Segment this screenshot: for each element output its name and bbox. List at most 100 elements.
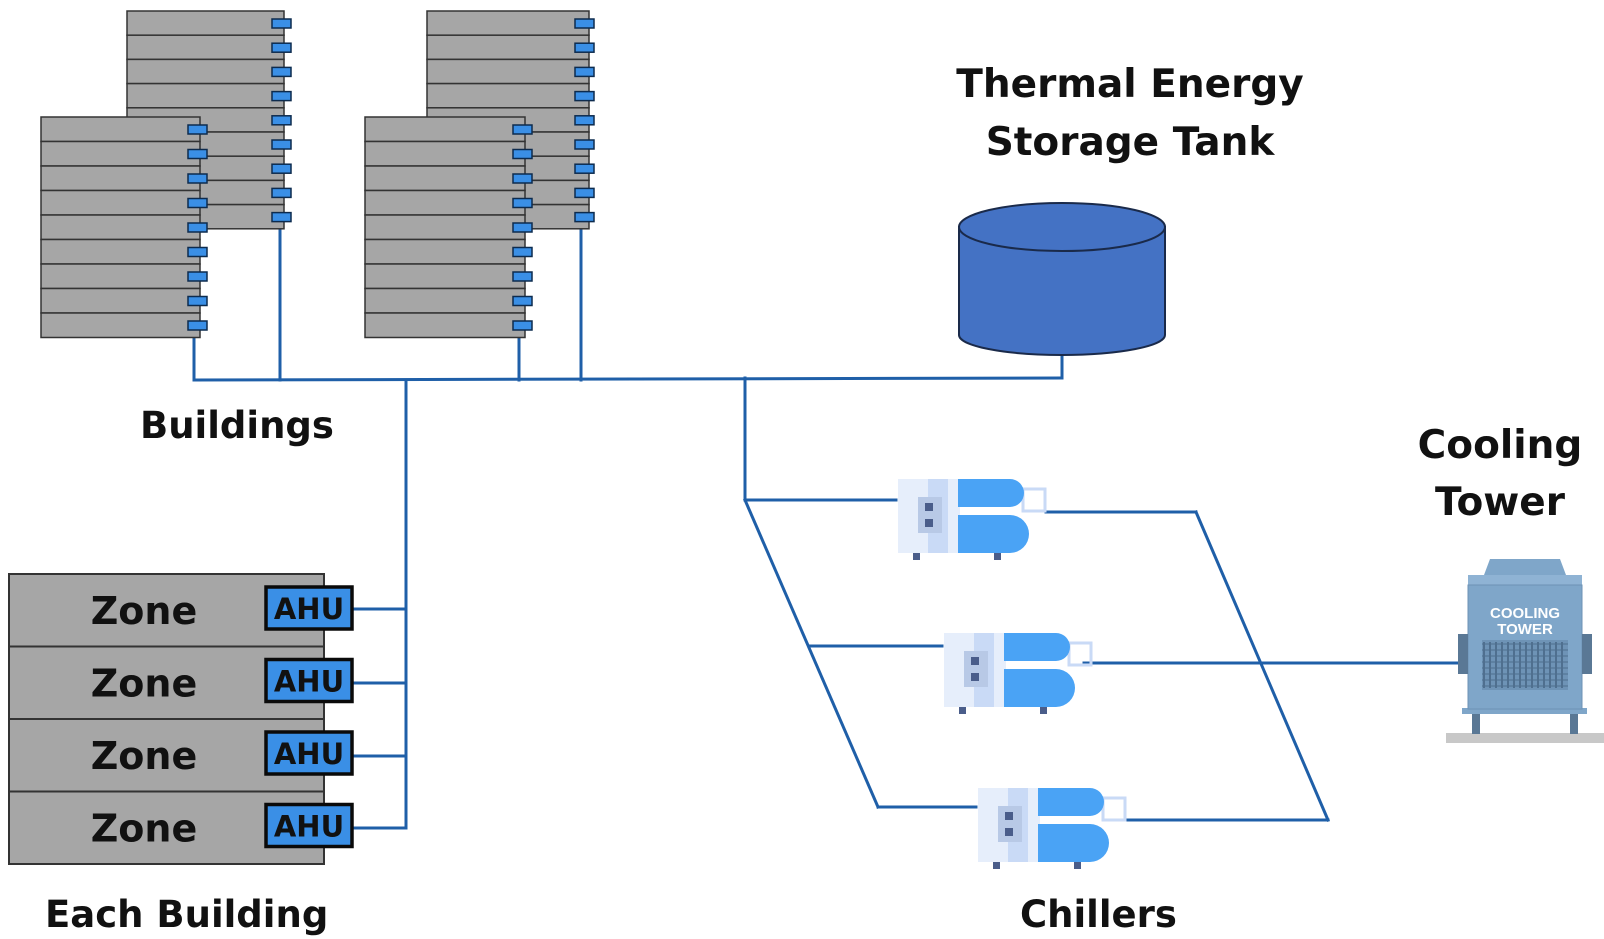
valve-icon <box>574 187 595 199</box>
tower-sign-line2: TOWER <box>1497 621 1553 638</box>
valve-icon <box>512 246 533 258</box>
valve-icon <box>512 320 533 331</box>
zone-row: Zone AHU <box>8 573 354 648</box>
tower-grille <box>1482 640 1568 690</box>
building-floor <box>40 116 201 143</box>
chiller-icon <box>978 788 1127 869</box>
valve-icon <box>512 197 533 209</box>
valve-icon <box>187 197 208 209</box>
building-stack-icon <box>364 116 533 339</box>
cooling-tower-icon: COOLING TOWER <box>1446 559 1604 743</box>
chiller-drum <box>1004 669 1075 707</box>
building-floor <box>40 165 201 192</box>
valve-icon <box>187 320 208 331</box>
chillers-group <box>898 479 1127 869</box>
ahu-label: AHU <box>274 665 344 699</box>
chiller-button <box>925 503 933 511</box>
valve-icon <box>574 42 595 53</box>
building-floor <box>126 34 285 61</box>
chiller-controls <box>998 806 1022 842</box>
zone-label: Zone <box>91 807 198 851</box>
building-floor <box>426 82 590 109</box>
building-floor <box>364 312 526 339</box>
building-stack-icon <box>40 116 208 339</box>
zone-row: Zone AHU <box>8 645 354 720</box>
building-floor <box>40 312 201 339</box>
chiller-foot <box>959 707 966 714</box>
valve-icon <box>187 173 208 184</box>
chiller-foot <box>1040 707 1047 714</box>
chiller-button <box>971 657 979 665</box>
chiller-drum <box>958 479 1024 507</box>
ahu-label: AHU <box>274 592 344 626</box>
building-floor <box>40 287 201 314</box>
valve-icon <box>512 148 533 160</box>
chiller-pipe-loop <box>1067 641 1093 667</box>
building-floor <box>426 58 590 85</box>
ahu-box <box>264 585 354 631</box>
tower-sign-line1: COOLING <box>1490 605 1560 622</box>
valve-icon <box>187 124 208 135</box>
pipe-segment <box>743 498 880 809</box>
valve-icon <box>187 295 208 307</box>
ahu-box <box>264 730 354 776</box>
building-floor <box>364 165 526 192</box>
valve-icon <box>574 115 595 126</box>
building-floor <box>426 10 590 36</box>
valve-icon <box>512 173 533 184</box>
chiller-button <box>1005 812 1013 820</box>
chiller-icon <box>898 479 1047 560</box>
valve-icon <box>512 271 533 282</box>
chiller-foot <box>994 553 1001 560</box>
chiller-button <box>1005 828 1013 836</box>
valve-icon <box>512 222 533 233</box>
valve-icon <box>271 66 292 78</box>
valve-icon <box>271 90 292 102</box>
tank-label-line2: Storage Tank <box>985 120 1275 165</box>
valve-icon <box>574 139 595 150</box>
chiller-drum <box>958 515 1029 553</box>
building-floor <box>364 116 526 143</box>
chiller-drum <box>1038 788 1104 816</box>
building-floor <box>40 214 201 241</box>
chiller-foot <box>993 862 1000 869</box>
building-floor <box>40 140 201 167</box>
zone-label: Zone <box>91 589 198 633</box>
chiller-pipe-loop <box>1101 796 1127 822</box>
chiller-button <box>971 673 979 681</box>
chiller-drum <box>1004 633 1070 661</box>
valve-icon <box>512 124 533 135</box>
pipe-segment <box>1194 510 1330 822</box>
storage-tank-icon <box>958 202 1166 356</box>
each-building-label: Each Building <box>45 893 329 936</box>
valve-icon <box>187 271 208 282</box>
building-floor <box>426 34 590 61</box>
valve-icon <box>271 163 292 174</box>
chiller-button <box>925 519 933 527</box>
building-floor <box>364 287 526 314</box>
building-floor <box>364 189 526 216</box>
buildings-label: Buildings <box>140 404 334 447</box>
building-floor <box>40 189 201 216</box>
chiller-foot <box>1074 862 1081 869</box>
zone-label: Zone <box>91 734 198 778</box>
building-floor <box>126 58 285 85</box>
zone-label: Zone <box>91 662 198 706</box>
valve-icon <box>574 18 595 29</box>
valve-icon <box>187 222 208 233</box>
valve-icon <box>271 115 292 126</box>
buildings-group <box>40 10 595 339</box>
cooling-tower-label-line1: Cooling <box>1417 423 1583 468</box>
chillers-label: Chillers <box>1020 893 1177 936</box>
building-floor <box>364 238 526 265</box>
valve-icon <box>574 163 595 174</box>
valve-icon <box>512 295 533 307</box>
building-floor <box>126 10 285 36</box>
chiller-drum <box>1038 824 1109 862</box>
building-floor <box>40 263 201 290</box>
building-floor <box>364 140 526 167</box>
chiller-pipe-loop <box>1021 487 1047 513</box>
